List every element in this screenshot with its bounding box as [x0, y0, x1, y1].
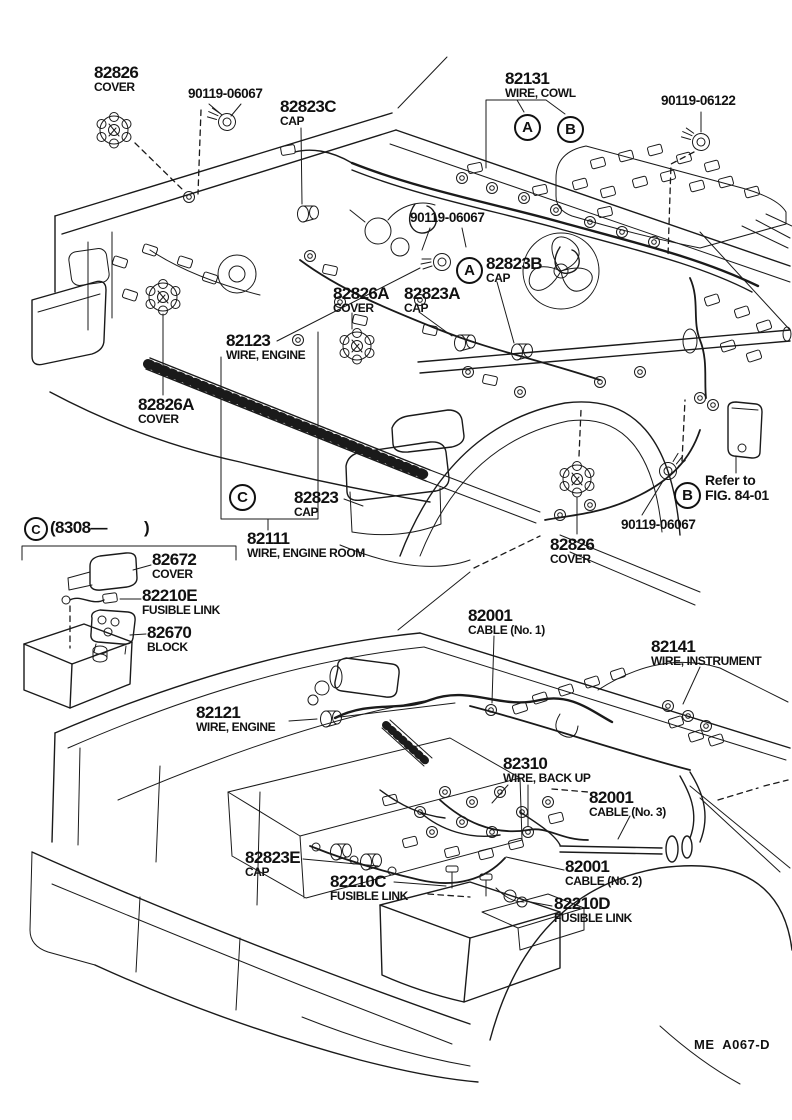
callout-marker-a-mid: A [456, 257, 483, 284]
part-desc: WIRE, ENGINE [226, 347, 306, 362]
inset-date-range: (8308— ) [50, 518, 150, 537]
label-82826a-left: 82826A COVER [138, 395, 195, 426]
label-82823e: 82823E CAP [245, 848, 301, 879]
part-number: 82826 [94, 63, 139, 82]
part-number: 82001 [565, 857, 610, 876]
label-90119-06067-mid: 90119-06067 [410, 210, 485, 225]
part-number: 82672 [152, 550, 197, 569]
lower-engine-harness [307, 657, 789, 884]
label-90119-06122: 90119-06122 [661, 93, 736, 108]
label-82670: 82670 BLOCK [147, 623, 192, 654]
label-82210e: 82210E FUSIBLE LINK [142, 587, 220, 616]
label-82826a-right: 82826A COVER [333, 284, 390, 315]
part-number: 82670 [147, 623, 192, 642]
lower-body-outline [29, 535, 792, 1085]
label-82672: 82672 COVER [152, 550, 197, 581]
part-desc: WIRE, ENGINE ROOM [247, 545, 365, 560]
label-82823a: 82823A CAP [404, 284, 461, 315]
label-82826-bottom: 82826 COVER [550, 535, 595, 566]
part-desc: WIRE, COWL [505, 85, 576, 100]
upper-engine-parts [217, 202, 701, 521]
part-desc: COVER [333, 300, 374, 315]
part-desc: CAP [294, 504, 319, 519]
label-82001-no1: 82001 CABLE (No. 1) [468, 607, 545, 636]
part-number: 82823 [294, 488, 339, 507]
refer-text: Refer to [705, 472, 756, 488]
part-number: 90119-06067 [188, 86, 263, 101]
part-number: 82823C [280, 97, 337, 116]
part-number: 82823A [404, 284, 461, 303]
part-desc: CAP [404, 300, 429, 315]
label-82131: 82131 WIRE, COWL [505, 70, 576, 99]
label-refer-fig-84-01: Refer to FIG. 84-01 [705, 473, 769, 502]
part-desc: COVER [94, 79, 135, 94]
part-number: 82121 [196, 703, 241, 722]
callout-marker-a-top: A [514, 114, 541, 141]
part-number: 82826A [333, 284, 390, 303]
part-number: 82826 [550, 535, 595, 554]
part-desc: BLOCK [147, 639, 188, 654]
part-number: 82210D [554, 894, 611, 913]
part-number: 90119-06067 [410, 210, 485, 225]
lower-leaders [288, 635, 701, 907]
label-82823: 82823 CAP [294, 488, 339, 519]
label-82310: 82310 WIRE, BACK UP [503, 754, 591, 785]
lower-battery-tray [379, 865, 585, 1003]
part-desc: CAP [280, 113, 305, 128]
part-desc: CABLE (No. 3) [589, 804, 666, 819]
part-desc: CABLE (No. 2) [565, 873, 642, 888]
label-82001-no3: 82001 CABLE (No. 3) [589, 789, 666, 818]
upper-leaders [96, 99, 737, 535]
part-desc: FUSIBLE LINK [554, 910, 632, 925]
part-number: 90119-06067 [621, 517, 696, 532]
label-82210c: 82210C FUSIBLE LINK [330, 873, 408, 902]
part-number: 82210E [142, 586, 198, 605]
part-number: 90119-06122 [661, 93, 736, 108]
part-desc: CABLE (No. 1) [468, 622, 545, 637]
label-82001-no2: 82001 CABLE (No. 2) [565, 858, 642, 887]
part-desc: CAP [245, 864, 270, 879]
label-82111: 82111 WIRE, ENGINE ROOM [247, 530, 365, 559]
part-desc: COVER [138, 411, 179, 426]
callout-marker-b-top: B [557, 116, 584, 143]
part-desc: WIRE, ENGINE [196, 719, 276, 734]
label-90119-06067-bottom-right: 90119-06067 [621, 517, 696, 532]
label-82823b: 82823B CAP [486, 254, 543, 285]
part-number: 82111 [247, 529, 290, 548]
figure-code: ME A067-D [694, 1037, 771, 1052]
callout-marker-b-right: B [674, 482, 701, 509]
part-number: 82210C [330, 872, 387, 891]
fig-text: FIG. 84-01 [705, 486, 769, 503]
part-desc: FUSIBLE LINK [142, 602, 220, 617]
part-desc: WIRE, INSTRUMENT [651, 653, 762, 668]
part-number: 82131 [505, 69, 550, 88]
part-number: 82141 [651, 637, 696, 656]
label-82141: 82141 WIRE, INSTRUMENT [651, 637, 762, 668]
part-desc: CAP [486, 270, 511, 285]
upper-body-outline [31, 56, 792, 606]
relay-box-icon [727, 401, 763, 459]
label-82121: 82121 WIRE, ENGINE [196, 703, 276, 734]
part-desc: COVER [152, 566, 193, 581]
part-number: 82001 [589, 788, 634, 807]
callout-marker-c-inset: C [24, 517, 48, 541]
part-number: 82823E [245, 848, 301, 867]
part-number: 82310 [503, 754, 548, 773]
part-number: 82823B [486, 254, 543, 273]
label-82823c: 82823C CAP [280, 97, 337, 128]
inset-battery-group [21, 545, 237, 709]
part-desc: FUSIBLE LINK [330, 888, 408, 903]
part-number: 82123 [226, 331, 271, 350]
label-82826-top-left: 82826 COVER [94, 63, 139, 94]
part-number: 82001 [468, 606, 513, 625]
part-number: 82826A [138, 395, 195, 414]
label-82123: 82123 WIRE, ENGINE [226, 331, 306, 362]
part-desc: COVER [550, 551, 591, 566]
part-desc: WIRE, BACK UP [503, 770, 591, 785]
label-90119-06067-top: 90119-06067 [188, 86, 263, 101]
callout-marker-c-main: C [229, 484, 256, 511]
label-82210d: 82210D FUSIBLE LINK [554, 895, 632, 924]
